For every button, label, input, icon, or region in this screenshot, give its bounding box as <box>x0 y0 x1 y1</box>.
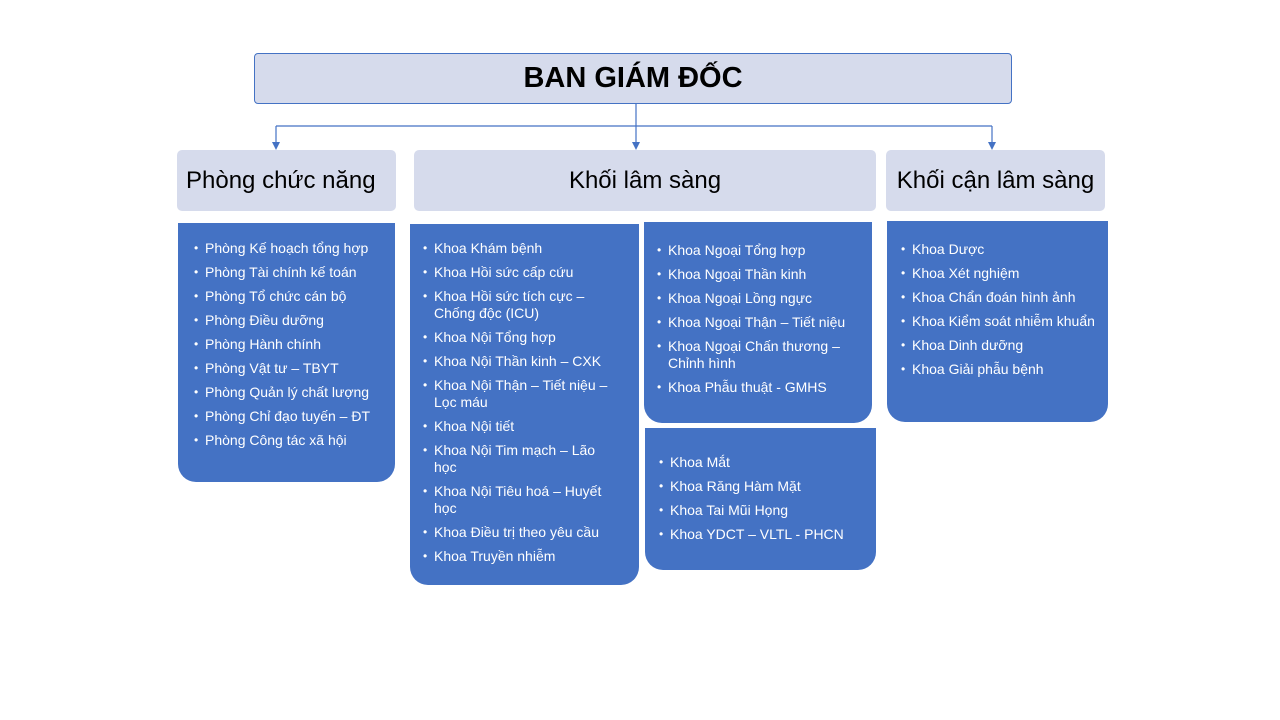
list-item: Khoa Ngoại Lồng ngực <box>644 290 856 307</box>
list-item: Khoa Nội Tim mạch – Lão học <box>410 442 619 476</box>
header-khoi-lam-sang-label: Khối lâm sàng <box>568 166 722 194</box>
list-item: Phòng Tổ chức cán bộ <box>181 288 395 305</box>
list-item: Khoa Nội tiết <box>410 418 619 435</box>
list-item: Khoa Kiểm soát nhiễm khuẩn <box>888 313 1108 330</box>
list-item: Khoa Ngoại Thần kinh <box>644 266 856 283</box>
list-item: Khoa Dinh dưỡng <box>888 337 1108 354</box>
list-box-khoa-noi: Khoa Khám bệnh Khoa Hồi sức cấp cứu Khoa… <box>410 224 639 585</box>
list-item: Phòng Vật tư – TBYT <box>181 360 395 377</box>
list-item: Khoa Phẫu thuật - GMHS <box>644 379 856 396</box>
header-khoi-can-lam-sang-label: Khối cận lâm sàng <box>896 166 1095 194</box>
list-item: Phòng Kế hoạch tổng hợp <box>181 240 395 257</box>
list-item: Khoa Truyền nhiễm <box>410 548 619 565</box>
phong-list: Phòng Kế hoạch tổng hợp Phòng Tài chính … <box>181 240 395 449</box>
list-item: Khoa Hồi sức tích cực – Chống độc (ICU) <box>410 288 619 322</box>
list-box-can-lam-sang: Khoa Dược Khoa Xét nghiệm Khoa Chẩn đoán… <box>887 221 1108 422</box>
list-item: Phòng Công tác xã hội <box>181 432 395 449</box>
list-item: Phòng Tài chính kế toán <box>181 264 395 281</box>
list-item: Khoa Nội Thận – Tiết niệu – Lọc máu <box>410 377 619 411</box>
list-item: Khoa Chẩn đoán hình ảnh <box>888 289 1108 306</box>
header-phong-chuc-nang: Phòng chức năng <box>177 150 396 211</box>
noi-list: Khoa Khám bệnh Khoa Hồi sức cấp cứu Khoa… <box>410 240 619 565</box>
ngoai-list: Khoa Ngoại Tổng hợp Khoa Ngoại Thần kinh… <box>644 242 856 396</box>
list-item: Khoa Ngoại Thận – Tiết niệu <box>644 314 856 331</box>
list-item: Khoa Mắt <box>646 454 876 471</box>
list-box-khoa-ngoai: Khoa Ngoại Tổng hợp Khoa Ngoại Thần kinh… <box>644 222 872 423</box>
list-item: Khoa Ngoại Tổng hợp <box>644 242 856 259</box>
list-item: Khoa Nội Tiêu hoá – Huyết học <box>410 483 619 517</box>
list-item: Phòng Chỉ đạo tuyến – ĐT <box>181 408 395 425</box>
list-item: Khoa Giải phẫu bệnh <box>888 361 1108 378</box>
ban-giam-doc-title: BAN GIÁM ĐỐC <box>523 62 743 94</box>
list-item: Khoa Hồi sức cấp cứu <box>410 264 619 281</box>
chuyen-khoa-list: Khoa Mắt Khoa Răng Hàm Mặt Khoa Tai Mũi … <box>646 454 876 543</box>
list-item: Khoa Nội Thần kinh – CXK <box>410 353 619 370</box>
header-phong-chuc-nang-label: Phòng chức năng <box>186 166 376 194</box>
list-item: Phòng Điều dưỡng <box>181 312 395 329</box>
list-box-phong-chuc-nang: Phòng Kế hoạch tổng hợp Phòng Tài chính … <box>178 223 395 482</box>
list-item: Khoa Răng Hàm Mặt <box>646 478 876 495</box>
list-item: Khoa Ngoại Chấn thương – Chỉnh hình <box>644 338 856 372</box>
list-item: Khoa Nội Tổng hợp <box>410 329 619 346</box>
list-item: Khoa Xét nghiệm <box>888 265 1108 282</box>
header-khoi-can-lam-sang: Khối cận lâm sàng <box>886 150 1105 211</box>
can-lam-sang-list: Khoa Dược Khoa Xét nghiệm Khoa Chẩn đoán… <box>888 241 1108 378</box>
ban-giam-doc-box: BAN GIÁM ĐỐC <box>254 53 1012 104</box>
list-item: Khoa Dược <box>888 241 1108 258</box>
list-box-khoa-chuyen-khoa: Khoa Mắt Khoa Răng Hàm Mặt Khoa Tai Mũi … <box>645 428 876 570</box>
list-item: Khoa Khám bệnh <box>410 240 619 257</box>
list-item: Phòng Quản lý chất lượng <box>181 384 395 401</box>
list-item: Phòng Hành chính <box>181 336 395 353</box>
list-item: Khoa Tai Mũi Họng <box>646 502 876 519</box>
list-item: Khoa Điều trị theo yêu cầu <box>410 524 619 541</box>
list-item: Khoa YDCT – VLTL - PHCN <box>646 526 876 543</box>
header-khoi-lam-sang: Khối lâm sàng <box>414 150 876 211</box>
